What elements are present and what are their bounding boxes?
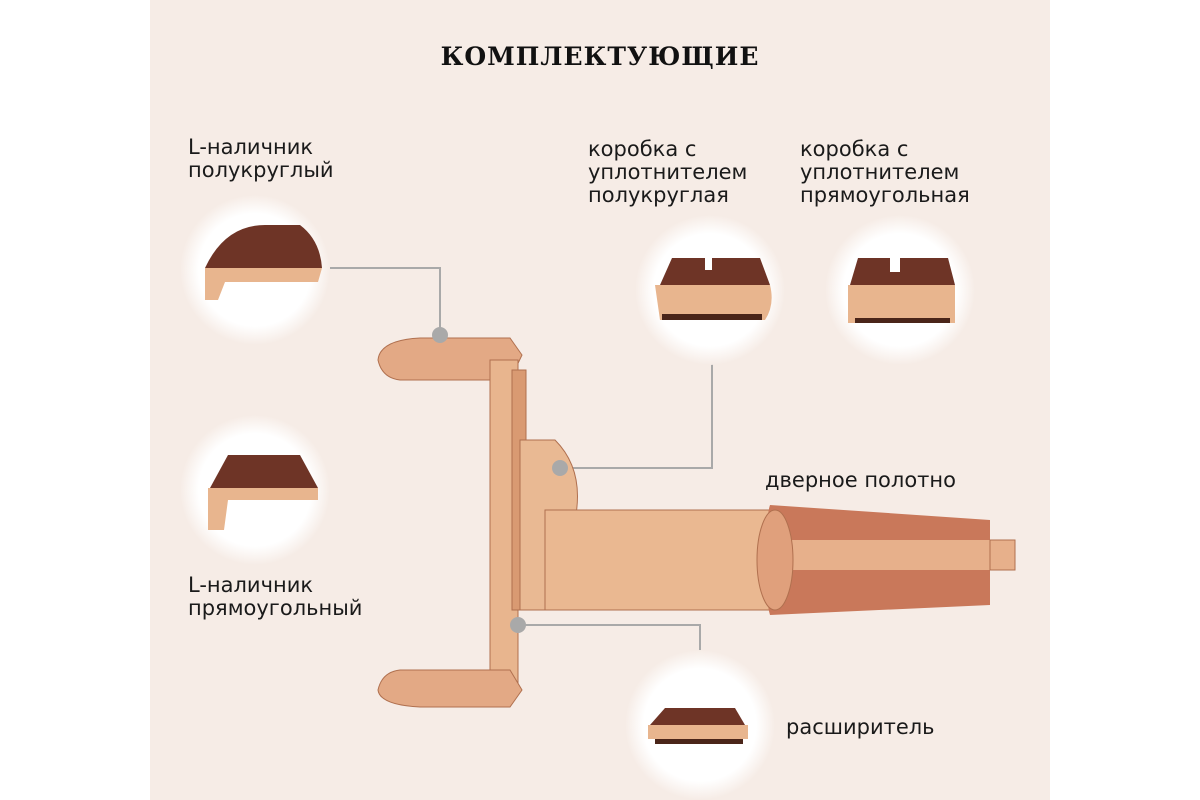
extender-profile [648, 708, 748, 744]
label-line: уплотнителем [588, 160, 748, 184]
label-casing-round: L-наличник полукруглый [188, 136, 334, 182]
label-line: прямоугольный [188, 596, 363, 620]
diagram-background [150, 0, 1050, 800]
label-line: L-наличник [188, 573, 314, 597]
label-line: полукруглый [188, 158, 334, 182]
label-door-leaf: дверное полотно [765, 468, 956, 492]
label-line: полукруглая [588, 183, 729, 207]
connector-lines [330, 267, 713, 655]
label-extender: расширитель [786, 715, 935, 739]
label-line: прямоугольная [800, 183, 970, 207]
casing-round-profile [205, 225, 322, 300]
label-casing-rect: L-наличник прямоугольный [188, 574, 362, 620]
label-frame-rect: коробка с уплотнителем прямоугольная [800, 138, 970, 207]
connector-dot [552, 460, 568, 476]
label-line: L-наличник [188, 135, 314, 159]
label-line: коробка с [588, 137, 697, 161]
door-assembly [377, 337, 1016, 708]
connector-dot [432, 327, 448, 343]
frame-rect-profile [848, 258, 955, 323]
connector-dot [510, 617, 526, 633]
label-frame-round: коробка с уплотнителем полукруглая [588, 138, 747, 207]
diagram-title: КОМПЛЕКТУЮЩИЕ [440, 42, 760, 71]
label-line: уплотнителем [800, 160, 960, 184]
frame-round-profile [655, 258, 772, 320]
label-line: коробка с [800, 137, 909, 161]
casing-rect-profile [208, 455, 318, 530]
